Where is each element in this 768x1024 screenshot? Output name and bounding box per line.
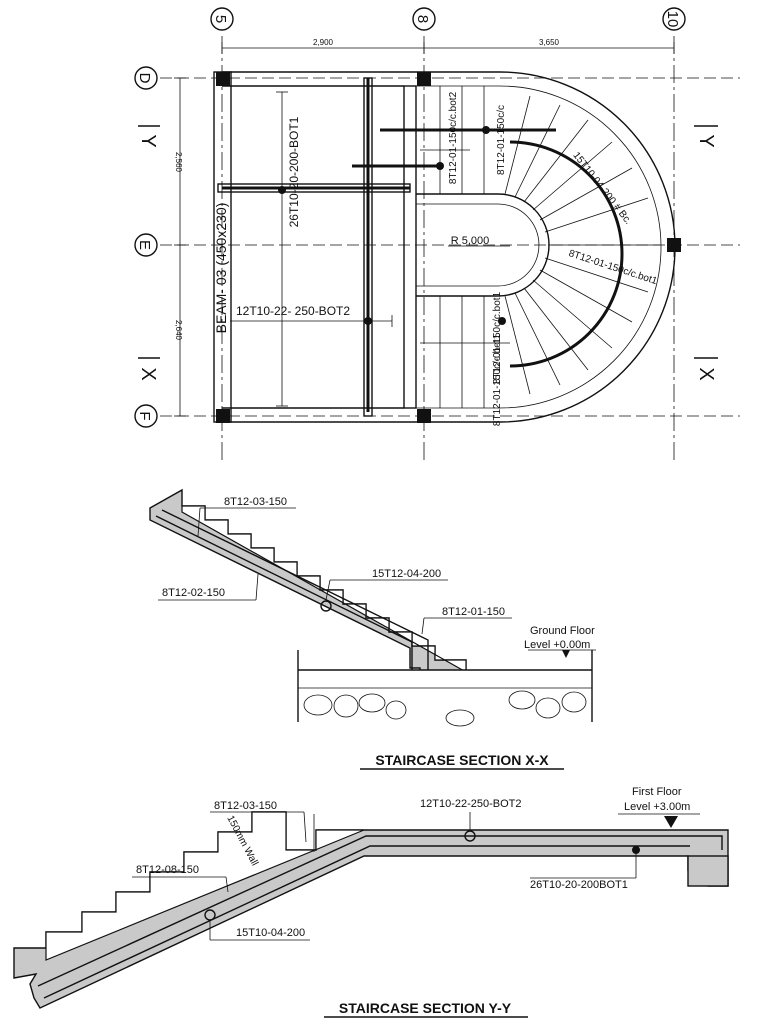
grid-bubble-8: 8 (412, 7, 436, 31)
section-yy: 8T12-03-150 12T10-22-250-BOT2 8T12-08-15… (13, 786, 729, 1018)
svg-text:E: E (136, 240, 153, 250)
svg-text:D: D (136, 73, 153, 84)
grid-bubble-E: E (134, 233, 158, 257)
rebar-arc (509, 140, 624, 368)
plan-label-vertical: 26T10-20-200-BOT1 (287, 116, 301, 227)
plan-label-top2: 8T12-01-150c/c.bot2 (448, 91, 459, 184)
yy-label-4: 26T10-20-200BOT1 (530, 879, 628, 891)
plan-label-top1: 8T12-01-150c/c (496, 105, 507, 175)
yy-label-3: 8T12-08-150 (136, 864, 199, 876)
svg-text:8: 8 (414, 15, 431, 23)
xx-hardcore (303, 690, 587, 727)
xx-label-3: 15T12-04-200 (372, 568, 441, 580)
grid-bubble-D: D (134, 66, 158, 90)
section-marker-y-right: Y (694, 125, 718, 148)
section-marker-y-left: Y (137, 125, 160, 148)
dimension-top: 2,900 3,650 (221, 38, 675, 54)
plan-view: 5 8 10 D E F 2,900 3,650 (134, 7, 740, 462)
svg-text:X: X (695, 367, 717, 380)
plan-label-bot1: 8T12-01-150c/c.bot1 (492, 291, 503, 384)
column-10E (667, 238, 681, 252)
svg-text:2,640: 2,640 (174, 320, 183, 341)
beam-label: BEAM- 03 (450x230) (213, 203, 229, 334)
yy-first-level: Level +3.00m (624, 801, 690, 813)
svg-text:X: X (137, 367, 159, 380)
yy-title: STAIRCASE SECTION Y-Y (339, 1000, 512, 1016)
section-marker-x-right: X (694, 357, 718, 381)
xx-label-4: 8T12-01-150 (442, 606, 505, 618)
column-5F (216, 409, 230, 423)
yy-first-floor: First Floor (632, 786, 682, 798)
xx-label-2: 8T12-02-150 (162, 587, 225, 599)
grid-bubble-F: F (134, 404, 158, 428)
column-8D (417, 72, 431, 86)
svg-text:Y: Y (137, 134, 159, 147)
svg-text:Y: Y (695, 134, 717, 147)
yy-label-5: 15T10-04-200 (236, 927, 305, 939)
section-marker-x-left: X (137, 357, 160, 381)
svg-text:2,560: 2,560 (174, 152, 183, 173)
xx-title: STAIRCASE SECTION X-X (375, 752, 549, 768)
svg-text:2,900: 2,900 (313, 38, 334, 47)
plan-label-horizontal: 12T10-22- 250-BOT2 (236, 304, 350, 318)
svg-text:3,650: 3,650 (539, 38, 560, 47)
plan-label-bot2: 8T12-01-150c/c.bot1 (492, 333, 503, 426)
radius-label: R 5,000 (451, 235, 490, 247)
svg-text:5: 5 (212, 15, 229, 23)
yy-label-1: 8T12-03-150 (214, 800, 277, 812)
svg-text:10: 10 (664, 11, 681, 28)
xx-ground-level: Level +0.00m (524, 639, 590, 651)
grid-bubble-5: 5 (210, 7, 234, 31)
landing-edge (403, 85, 417, 409)
grid-bubble-10: 10 (662, 7, 686, 31)
column-8F (417, 409, 431, 423)
dimension-left: 2,560 2,640 (174, 77, 186, 417)
plan-label-arc: 15T10-04-200 # Bc. (570, 150, 633, 226)
section-xx: 8T12-03-150 8T12-02-150 15T12-04-200 8T1… (149, 488, 596, 770)
plan-label-side: 8T12-01-150c/c.bot1 (567, 248, 659, 287)
column-5D (216, 72, 230, 86)
yy-label-2: 12T10-22-250-BOT2 (420, 798, 522, 810)
tread-lines (439, 86, 660, 408)
xx-label-1: 8T12-03-150 (224, 496, 287, 508)
svg-text:F: F (136, 411, 153, 420)
xx-ground-floor: Ground Floor (530, 625, 595, 637)
